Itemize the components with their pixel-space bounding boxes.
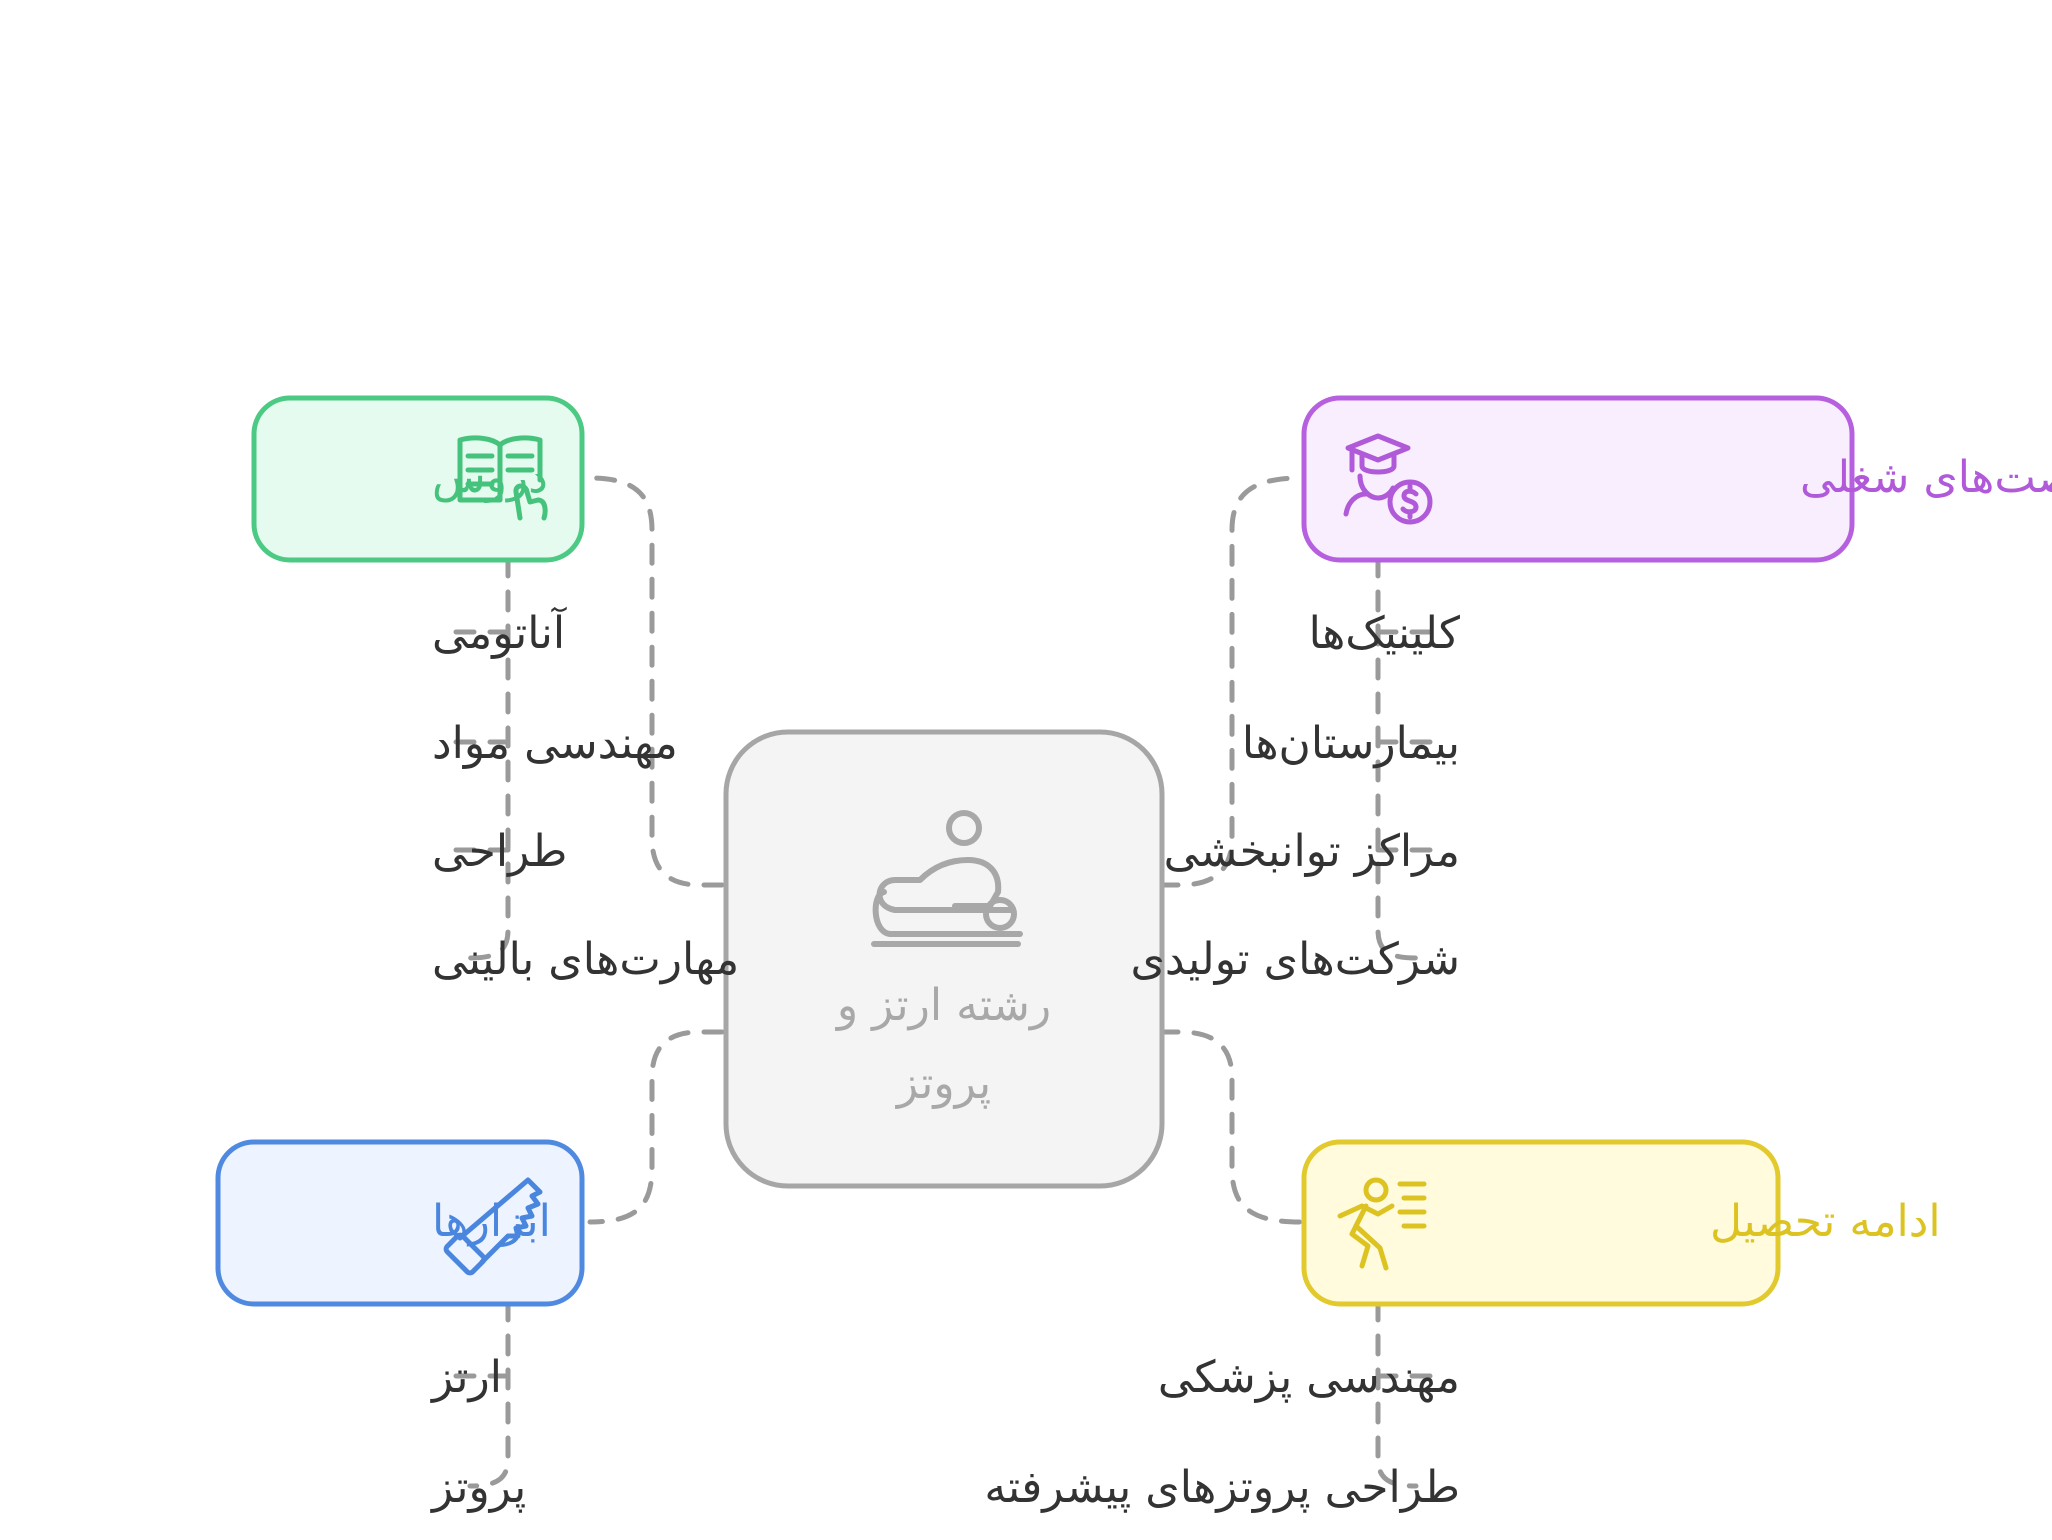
careers-title: فرصت‌های شغلی <box>1800 452 2052 503</box>
tools-item: پروتز <box>430 1462 526 1513</box>
careers-item: بیمارستان‌ها <box>1242 718 1460 769</box>
further-study-box <box>1301 1139 1781 1307</box>
branch-careers: فرصت‌های شغلی کلینیک‌ها بیمارستان‌ها مرا… <box>1130 395 2052 985</box>
branch-courses: دروس آناتومی مهندسی مواد طراحی مهارت‌های… <box>251 395 739 985</box>
branch-tools: ابزارها ارتز پروتز <box>215 1139 585 1513</box>
connectors <box>452 475 1433 1489</box>
careers-item: کلینیک‌ها <box>1309 608 1460 659</box>
courses-item: مهندسی مواد <box>432 718 678 769</box>
careers-item: مراکز توانبخشی <box>1164 826 1460 877</box>
connector-center-tools <box>587 1029 725 1225</box>
tools-box <box>215 1139 585 1307</box>
courses-item: مهارت‌های بالینی <box>432 934 739 985</box>
center-node: رشته ارتز و پروتز <box>723 729 1165 1189</box>
courses-item: طراحی <box>432 826 567 877</box>
center-title-line1: رشته ارتز و <box>835 980 1051 1031</box>
open-book-icon <box>457 435 548 521</box>
careers-item: شرکت‌های تولیدی <box>1130 934 1460 985</box>
courses-item: آناتومی <box>432 606 567 659</box>
tree-courses <box>467 555 511 961</box>
center-box <box>723 729 1165 1189</box>
connector-center-further-study <box>1157 1029 1303 1225</box>
further-study-title: ادامه تحصیل <box>1710 1196 1941 1247</box>
connector-center-courses <box>587 475 725 888</box>
courses-box <box>251 395 585 563</box>
branch-further-study: ادامه تحصیل مهندسی پزشکی طراحی پروتزهای … <box>984 1139 1941 1513</box>
careers-box <box>1301 395 1855 563</box>
tools-item: ارتز <box>430 1352 502 1403</box>
connector-center-careers <box>1157 475 1303 888</box>
tree-tools <box>467 1299 511 1489</box>
graduate-money-icon <box>1343 433 1433 525</box>
center-title-line2: پروتز <box>895 1058 991 1109</box>
massage-therapy-icon <box>871 810 1023 947</box>
tree-further-study <box>1375 1299 1419 1489</box>
running-person-icon <box>1337 1177 1427 1271</box>
further-study-item: طراحی پروتزهای پیشرفته <box>984 1462 1460 1513</box>
further-study-item: مهندسی پزشکی <box>1158 1352 1460 1403</box>
tree-careers <box>1375 555 1419 961</box>
saw-icon <box>443 1177 543 1276</box>
